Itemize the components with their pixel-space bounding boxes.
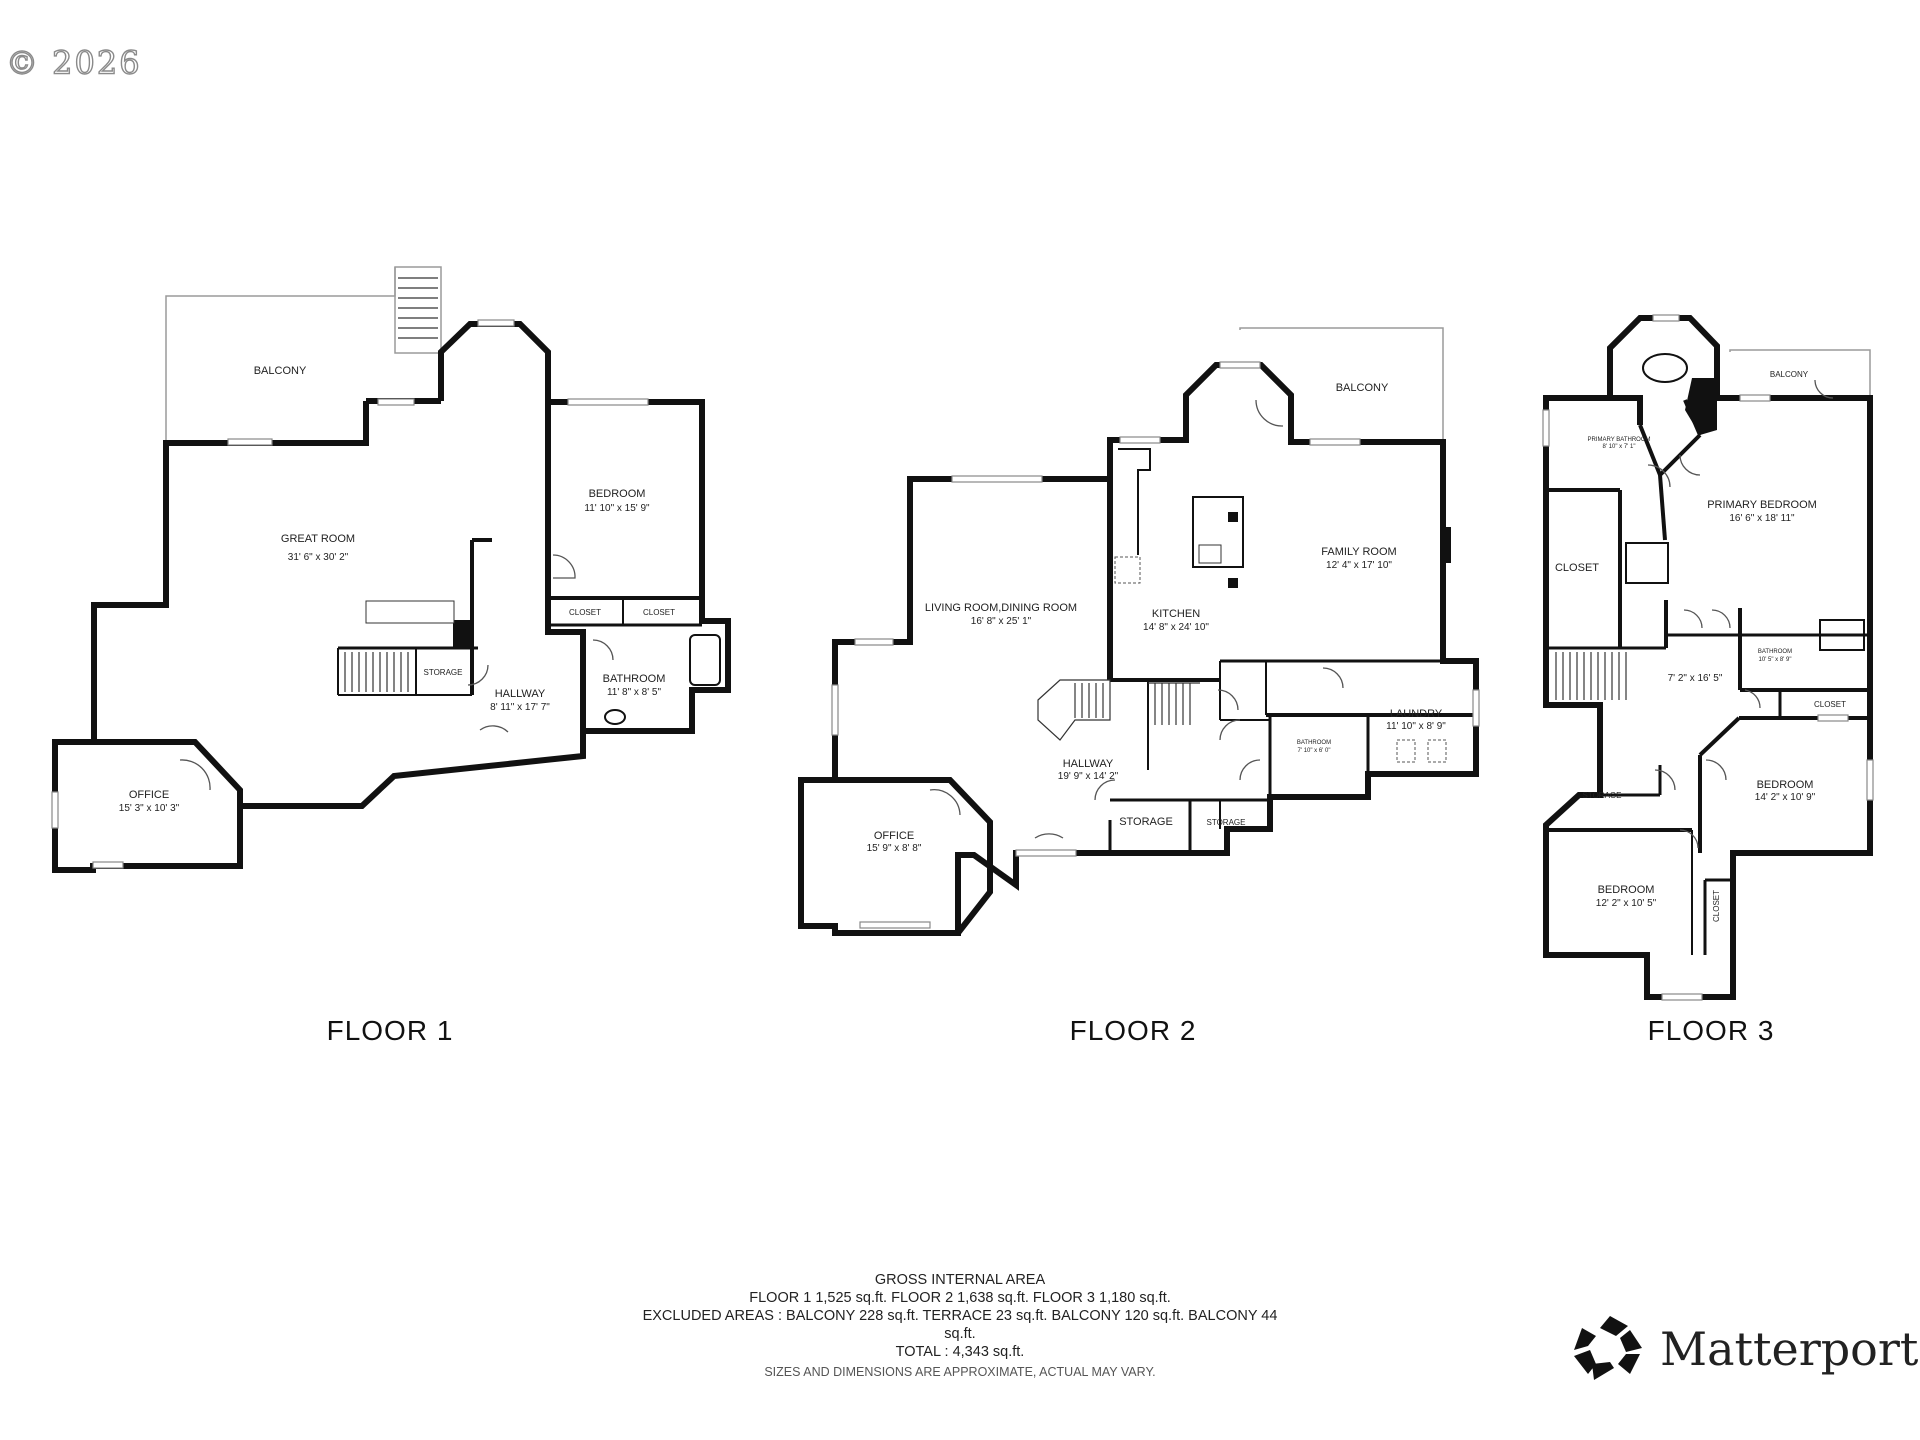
floor-1-interior-walls <box>337 538 702 731</box>
floor-2-balcony-label: BALCONY <box>1336 382 1389 394</box>
floor-1-office-walls <box>55 739 243 806</box>
floor-2-windows <box>831 361 1480 929</box>
floor-1-main-walls <box>52 399 731 873</box>
floor-1-office-dims: 15' 3" x 10' 3" <box>119 803 180 814</box>
floor-3-bath-walls <box>1610 395 1643 425</box>
floor-3-bedroom-1-dims: 14' 2" x 10' 9" <box>1755 792 1816 803</box>
floor-1-label: FLOOR 1 <box>327 1015 454 1046</box>
floor-2-living-dining-dims: 16' 8" x 25' 1" <box>971 616 1032 627</box>
floor-1-office-label: OFFICE <box>129 789 169 801</box>
floor-1-counter <box>365 600 455 624</box>
floor-2-hallway-dims: 19' 9" x 14' 2" <box>1058 771 1119 782</box>
floor-1-interior-stairs <box>344 652 409 692</box>
floor-1-bathroom-label: BATHROOM <box>603 673 666 685</box>
floor-2-kitchen-counter <box>1118 448 1151 555</box>
gross-area-summary: GROSS INTERNAL AREA FLOOR 1 1,525 sq.ft.… <box>580 1271 1340 1381</box>
floor-2-interior-walls <box>1108 659 1476 853</box>
floor-2-office-label: OFFICE <box>874 830 914 842</box>
floor-3-bedroom-1-label: BEDROOM <box>1757 779 1814 791</box>
floor-1-windows <box>51 319 649 869</box>
area-disclaimer: SIZES AND DIMENSIONS ARE APPROXIMATE, AC… <box>764 1365 1156 1379</box>
floor-1-storage-label: STORAGE <box>424 668 463 677</box>
floor-2-kitchen-label: KITCHEN <box>1152 608 1200 620</box>
floor-3-bedroom-2-dims: 12' 2" x 10' 5" <box>1596 898 1657 909</box>
floor-1-exterior-stair-treads <box>398 277 438 339</box>
floor-3-closet-2-label: CLOSET <box>1814 700 1846 709</box>
floor-3-shower <box>1625 542 1669 584</box>
floor-1-great-room-dims: 31' 6" x 30' 2" <box>288 552 349 563</box>
floor-2-bathroom-label: BATHROOM <box>1297 740 1331 746</box>
floor-1-plan: BALCONY GREAT ROOM 31' 6" x 30' 2" BEDRO… <box>51 266 731 1046</box>
floor-3-balcony-label: BALCONY <box>1770 370 1809 379</box>
floor-2-storage-2-label: STORAGE <box>1207 818 1246 827</box>
floor-2-hallway-label: HALLWAY <box>1063 758 1114 770</box>
area-floor-line: FLOOR 1 1,525 sq.ft. FLOOR 2 1,638 sq.ft… <box>749 1290 1171 1306</box>
area-excluded-line-2: sq.ft. <box>944 1326 976 1342</box>
floor-1-bedroom-dims: 11' 10" x 15' 9" <box>584 503 650 514</box>
floor-1-fireplace <box>453 620 471 648</box>
floor-1-bathroom-dims: 11' 8" x 8' 5" <box>607 687 662 698</box>
floor-2-office-walls <box>801 777 993 935</box>
floor-2-bathroom-dims: 7' 10" x 6' 0" <box>1298 748 1331 754</box>
floor-2-balcony-outline <box>1239 327 1444 442</box>
floor-3-windows <box>1542 314 1874 1001</box>
floor-3-bedroom-2-label: BEDROOM <box>1598 884 1655 896</box>
floor-3-closet-1-label: CLOSET <box>1555 562 1599 574</box>
floor-1-closet-2-label: CLOSET <box>643 608 675 617</box>
floor-3-primary-bedroom-label: PRIMARY BEDROOM <box>1707 499 1817 511</box>
floor-2-family-room-label: FAMILY ROOM <box>1321 546 1396 558</box>
floor-1-bathtub <box>689 634 721 686</box>
floor-3-label: FLOOR 3 <box>1648 1015 1775 1046</box>
floor-2-plan: BALCONY LIVING ROOM,DINING ROOM 16' 8" x… <box>798 327 1480 1046</box>
floor-2-fireplace <box>1443 527 1451 563</box>
area-heading: GROSS INTERNAL AREA <box>874 1272 1046 1288</box>
floor-3-balcony-outline <box>1729 349 1871 398</box>
floor-3-bathroom-label: BATHROOM <box>1758 649 1792 655</box>
floor-2-office-dims: 15' 9" x 8' 8" <box>867 843 922 854</box>
floor-3-bath-shower <box>1819 619 1865 651</box>
floor-1-balcony-label: BALCONY <box>254 365 307 377</box>
floor-1-hallway-label: HALLWAY <box>495 688 546 700</box>
floor-1-closet-1-label: CLOSET <box>569 608 601 617</box>
floor-3-bathroom-dims: 10' 5" x 8' 9" <box>1759 657 1792 663</box>
copyright-watermark: © 2026 <box>5 43 142 82</box>
floor-3-primary-bath-label: PRIMARY BATHROOM <box>1587 437 1650 443</box>
floor-2-label: FLOOR 2 <box>1070 1015 1197 1046</box>
floor-1-exterior-stairs <box>394 266 442 354</box>
matterport-brand: Matterport <box>1570 1314 1918 1384</box>
brand-name: Matterport <box>1660 1322 1919 1376</box>
floor-1-toilet <box>604 709 626 725</box>
floor-2-laundry-label: LAUNDRY <box>1390 708 1443 720</box>
floor-3-stairs <box>1555 652 1627 700</box>
floor-3-doors <box>1647 379 1834 849</box>
floor-3-plan: BALCONY PRIMARY BATHROOM 8' 10" x 7' 1" … <box>1542 314 1874 1046</box>
floor-2-living-dining-label: LIVING ROOM,DINING ROOM <box>925 602 1077 614</box>
floor-2-kitchen-island <box>1192 496 1244 568</box>
matterport-logo-icon <box>1574 1316 1642 1380</box>
floor-3-hall-dims: 7' 2" x 16' 5" <box>1668 673 1723 684</box>
floor-3-primary-bedroom-dims: 16' 6" x 18' 11" <box>1729 513 1795 524</box>
floor-2-family-room-dims: 12' 4" x 17' 10" <box>1326 560 1392 571</box>
floor-2-interior-stairs <box>1037 679 1200 741</box>
floor-1-balcony-outline <box>165 267 396 442</box>
floor-3-fireplace <box>1685 378 1717 435</box>
floor-2-laundry-dims: 11' 10" x 8' 9" <box>1386 721 1446 732</box>
floor-2-storage-1-label: STORAGE <box>1119 816 1173 828</box>
floor-1-hallway-dims: 8' 11" x 17' 7" <box>490 702 550 713</box>
floor-3-primary-bath-dims: 8' 10" x 7' 1" <box>1603 444 1636 450</box>
area-excluded-line-1: EXCLUDED AREAS : BALCONY 228 sq.ft. TERR… <box>642 1308 1278 1324</box>
floor-2-doors <box>929 399 1344 839</box>
floor-1-doors <box>179 554 614 791</box>
floor-1-great-room-label: GREAT ROOM <box>281 533 355 545</box>
floor-1-bay-walls <box>438 321 551 402</box>
floor-3-closet-3-label: CLOSET <box>1712 890 1721 922</box>
floor-1-bedroom-label: BEDROOM <box>589 488 646 500</box>
floor-3-bathtub <box>1642 353 1688 383</box>
floor-3-storage-label: STORAGE <box>1583 791 1622 800</box>
area-total-line: TOTAL : 4,343 sq.ft. <box>895 1344 1025 1360</box>
floor-2-kitchen-dims: 14' 8" x 24' 10" <box>1143 622 1209 633</box>
